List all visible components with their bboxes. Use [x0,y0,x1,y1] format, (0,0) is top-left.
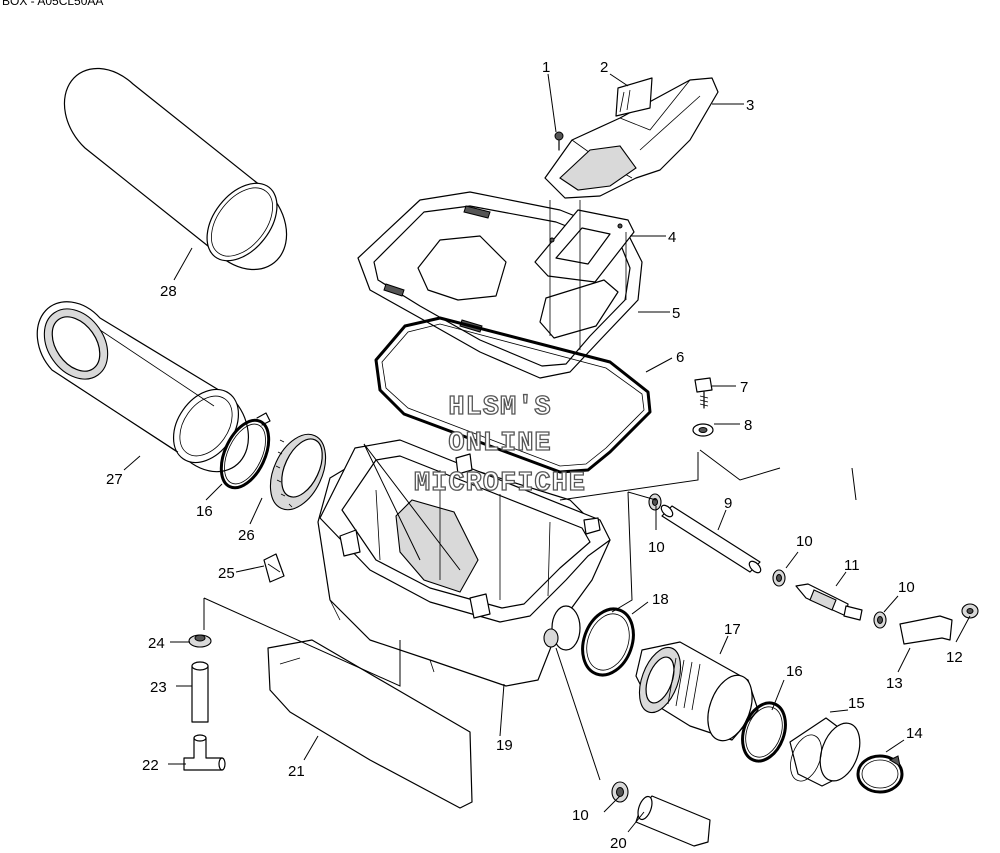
part-22-tee-fitting[interactable] [183,734,226,771]
callout-leaders [123,73,971,833]
part-25-clip[interactable] [263,553,285,583]
callout-10a: 10 [648,539,665,556]
part-27-air-filter[interactable] [31,297,252,475]
callout-18: 18 [652,591,669,608]
diagram-header: BOX - A05CL50AA [2,0,104,8]
callout-15: 15 [848,695,865,712]
part-7-bolt[interactable] [694,377,713,409]
part-12-clip[interactable] [961,603,979,619]
callout-10b: 10 [796,533,813,550]
assembly-lines [203,443,857,781]
callout-21: 21 [288,763,305,780]
part-20-drain-hose[interactable] [635,795,711,847]
callout-26: 26 [238,527,255,544]
callout-9: 9 [724,495,732,512]
part-11-check-valve[interactable] [795,583,863,621]
part-10-clamp-a[interactable] [648,493,662,511]
part-26-coupling-nut[interactable] [259,426,336,519]
callout-8: 8 [744,417,752,434]
part-6-gasket[interactable] [374,316,652,474]
callout-12: 12 [946,649,963,666]
part-24-drain-clamp[interactable] [188,634,212,648]
callout-17: 17 [724,621,741,638]
callout-28: 28 [160,283,177,300]
watermark: HLSM'S ONLINE MICROFICHE [413,392,586,499]
callout-14: 14 [906,725,923,742]
callout-1: 1 [542,59,550,76]
watermark-line-1: HLSM'S [448,393,551,423]
part-13-vent-hose[interactable] [899,615,953,645]
callout-27: 27 [106,471,123,488]
callout-23: 23 [150,679,167,696]
callout-10c: 10 [898,579,915,596]
part-10-clamp-c[interactable] [873,611,887,629]
callout-25: 25 [218,565,235,582]
callout-5: 5 [672,305,680,322]
callout-19: 19 [496,737,513,754]
part-23-drain-tube[interactable] [191,661,209,723]
part-8-washer[interactable] [692,423,714,437]
callout-6: 6 [676,349,684,366]
part-10-clamp-d[interactable] [611,781,629,803]
part-9-hose[interactable] [659,503,763,575]
part-1-screw[interactable] [554,131,564,151]
watermark-line-2: ONLINE [448,429,551,459]
callout-3: 3 [746,97,754,114]
part-28-prefilter-sleeve[interactable] [63,67,291,273]
part-15-rubber-boot[interactable] [785,717,868,787]
callout-labels: 1 2 3 4 5 6 7 8 9 10 10 10 10 11 12 13 1… [106,59,963,852]
part-21-shield-plate[interactable] [267,639,473,809]
callout-4: 4 [668,229,676,246]
watermark-line-3: MICROFICHE [414,469,586,499]
part-10-clamp-b[interactable] [772,569,786,587]
part-19-airbox-housing[interactable] [317,439,611,687]
callout-16a: 16 [196,503,213,520]
callout-2: 2 [600,59,608,76]
part-17-intake-duct[interactable] [631,641,760,747]
callout-10d: 10 [572,807,589,824]
part-18-o-ring[interactable] [574,602,642,682]
callout-20: 20 [610,835,627,852]
part-16-clamp-left[interactable] [212,412,279,495]
fastener-guide-lines [549,200,627,350]
callout-22: 22 [142,757,159,774]
callout-7: 7 [740,379,748,396]
callout-13: 13 [886,675,903,692]
part-3-intake-cover[interactable] [544,77,719,199]
callout-11: 11 [844,557,860,574]
part-14-clamp[interactable] [856,754,904,794]
part-2-foam-strip[interactable] [615,77,653,117]
callout-16b: 16 [786,663,803,680]
callout-24: 24 [148,635,165,652]
